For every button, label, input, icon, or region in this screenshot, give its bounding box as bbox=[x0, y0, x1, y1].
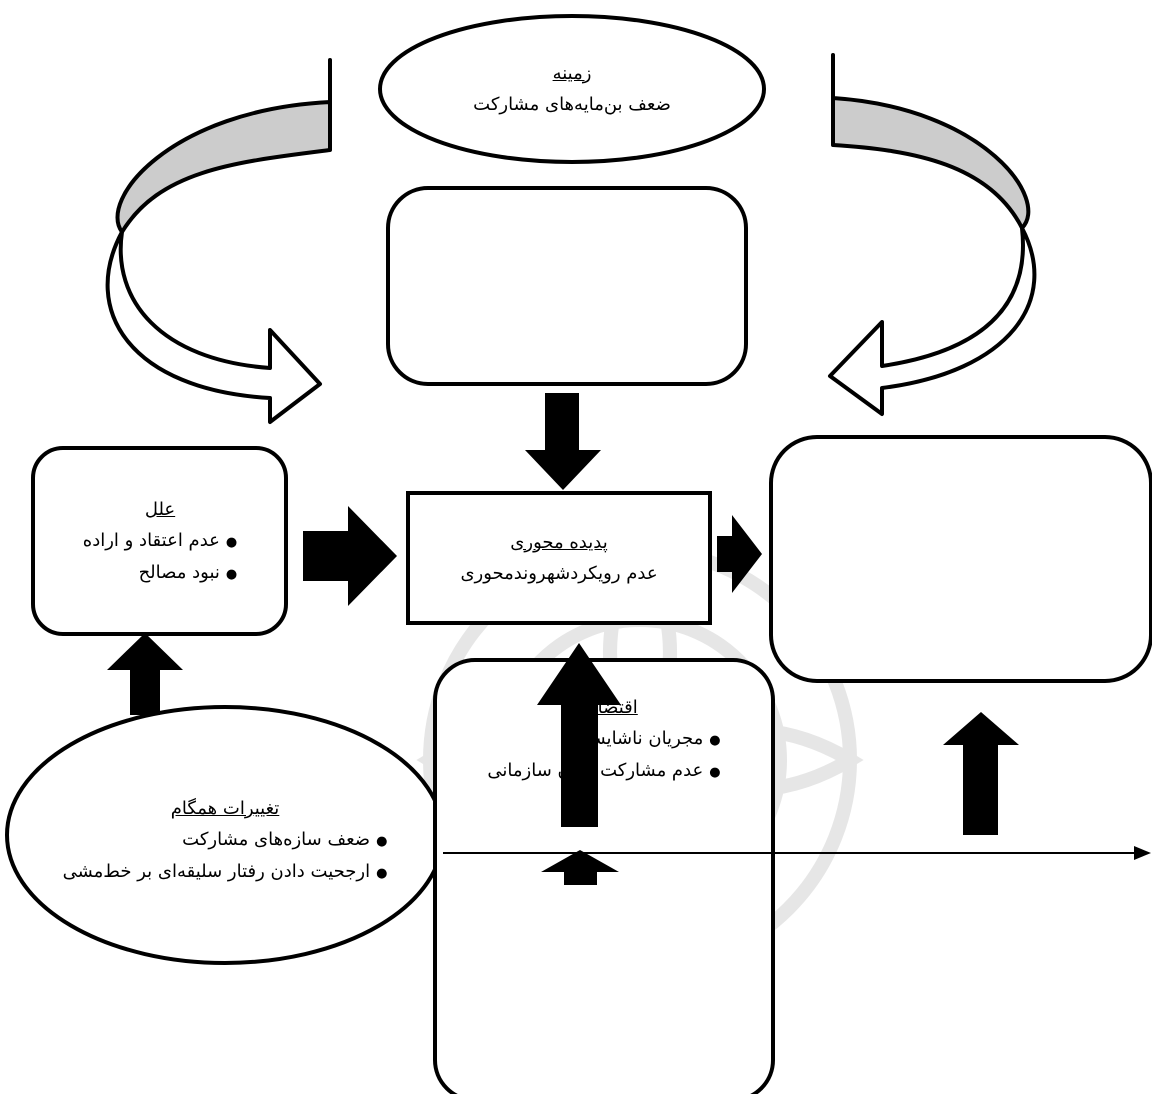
concurrent-label: تغییرات همگام ضعف سازه‌های مشارکت ارجحیت… bbox=[40, 760, 410, 920]
central-phenomenon-box bbox=[406, 491, 712, 625]
context-title: زمینه bbox=[552, 62, 592, 84]
central-title: پدیده محوری bbox=[510, 531, 608, 553]
context-text: ضعف بن‌مایه‌های مشارکت bbox=[473, 94, 671, 115]
causes-item: عدم اعتقاد و اراده bbox=[83, 525, 237, 557]
causes-item: نبود مصالح bbox=[83, 557, 237, 589]
central-label: پدیده محوری عدم رویکردشهروندمحوری bbox=[412, 500, 706, 616]
concurrent-item: ضعف سازه‌های مشارکت bbox=[63, 824, 388, 856]
arrow-up-consequences bbox=[943, 712, 1019, 835]
arrow-up-causes bbox=[107, 633, 183, 715]
causes-label: علل عدم اعتقاد و اراده نبود مصالح bbox=[40, 460, 280, 622]
arrow-up-requirements bbox=[541, 850, 619, 885]
timeline-arrow bbox=[443, 846, 1151, 860]
consequences-box bbox=[769, 435, 1152, 683]
context-label: زمینه ضعف بن‌مایه‌های مشارکت bbox=[400, 30, 744, 148]
requirements-item: عدم مشارکت برون سازمانی bbox=[487, 755, 720, 787]
arrow-right-causes bbox=[303, 506, 397, 606]
concurrent-title: تغییرات همگام bbox=[170, 797, 280, 819]
curved-arrow-right bbox=[828, 53, 1037, 416]
strategies-box bbox=[386, 186, 748, 386]
curved-arrow-left bbox=[105, 58, 332, 424]
arrow-up-central bbox=[537, 643, 621, 827]
concurrent-list: ضعف سازه‌های مشارکت ارجحیت دادن رفتار سل… bbox=[63, 824, 388, 887]
central-text: عدم رویکردشهروندمحوری bbox=[460, 563, 658, 584]
arrow-right-consequences bbox=[717, 515, 762, 593]
arrow-down-strategies bbox=[525, 393, 601, 490]
requirements-item: مجریان ناشایست bbox=[487, 723, 720, 755]
requirements-list: مجریان ناشایست عدم مشارکت برون سازمانی bbox=[487, 723, 720, 786]
causes-list: عدم اعتقاد و اراده نبود مصالح bbox=[83, 525, 237, 588]
causes-title: علل bbox=[144, 498, 176, 520]
concurrent-item: ارجحیت دادن رفتار سلیقه‌ای بر خط‌مشی bbox=[63, 856, 388, 888]
context-ellipse bbox=[378, 14, 766, 164]
